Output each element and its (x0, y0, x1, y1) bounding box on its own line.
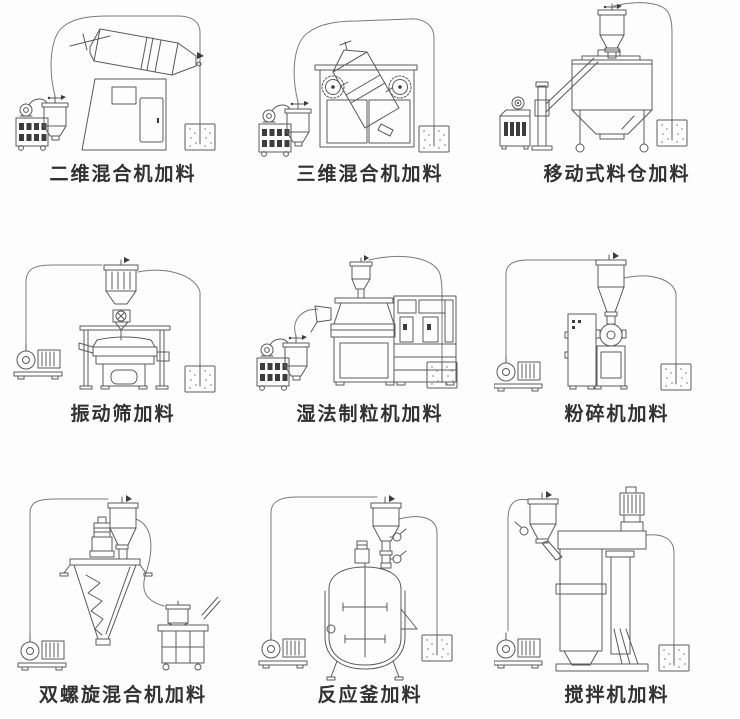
support-frame (79, 325, 171, 390)
suction-bag-icon (421, 634, 453, 662)
scene-label: 二维混合机加料 (49, 164, 197, 185)
granulator-machine (310, 295, 457, 386)
two-d-mixer-drawing (15, 15, 216, 151)
scene-label: 振动筛加料 (70, 404, 176, 425)
conical-mixer (59, 516, 153, 646)
agitator-drawing (494, 486, 690, 672)
vacuum-pump-icon (13, 343, 63, 380)
scene-three-d-mixer: 三维混合机加料 (246, 0, 494, 240)
conveying-pipe (270, 496, 438, 652)
conveying-pipe (613, 2, 673, 137)
dust-cabinet (564, 313, 597, 390)
cyclone-feeder (103, 257, 139, 341)
base-cabinet (81, 78, 167, 151)
vacuum-pump-icon (17, 634, 67, 671)
scene-label: 粉碎机加料 (564, 404, 670, 425)
three-d-mixer-drawing (258, 18, 450, 157)
scene-pulverizer: 粉碎机加料 (494, 240, 740, 479)
scene-mobile-silo: 移动式料仓加料 (494, 0, 740, 240)
mixer-frame (314, 64, 418, 148)
scene-label: 移动式料仓加料 (543, 164, 691, 185)
suction-bag-icon (658, 644, 690, 672)
mobile-silo-drawing (499, 2, 688, 153)
bag-dump-station (157, 596, 221, 671)
reactor-vessel (324, 540, 418, 681)
vacuum-pump-icon (494, 632, 543, 669)
top-feeder (107, 495, 139, 560)
conveying-pipe (505, 259, 677, 379)
scene-label: 三维混合机加料 (296, 164, 444, 185)
top-feeder (349, 255, 373, 299)
suction-bag-icon (418, 125, 450, 153)
vacuum-pump-icon (258, 100, 312, 157)
control-cabinet (499, 96, 531, 150)
vacuum-pump-icon (494, 355, 543, 392)
scene-label: 双螺旋混合机加料 (38, 685, 207, 706)
mill (594, 323, 628, 390)
suction-bag-icon (184, 123, 216, 151)
lifting-column (531, 57, 599, 151)
valve-feeder (370, 495, 407, 569)
vibrating-sieve (78, 336, 170, 390)
suction-bag-icon (656, 119, 688, 147)
suction-bag-icon (660, 363, 692, 391)
scene-reactor: 反应釜加料 (246, 479, 494, 719)
three-d-mixer-drum (321, 40, 412, 137)
agitator-machine (555, 486, 649, 672)
conveying-pipe (293, 18, 435, 141)
vacuum-pump-icon (258, 632, 308, 669)
conveying-pipe (50, 15, 201, 141)
big-feeder (595, 252, 627, 325)
pulverizer-drawing (494, 252, 692, 392)
suction-bag-icon (184, 365, 216, 393)
wet-granulator-drawing (256, 255, 458, 391)
scene-vibrating-screen: 振动筛加料 (0, 240, 246, 479)
side-feeder (514, 491, 563, 561)
double-helix-mixer-drawing (17, 495, 221, 671)
silo (571, 49, 653, 153)
scene-label: 搅拌机加料 (564, 685, 670, 706)
scene-two-d-mixer: 二维混合机加料 (0, 0, 246, 240)
vacuum-pump-icon (256, 334, 310, 391)
reactor-drawing (258, 495, 453, 681)
scene-double-helix-mixer: 双螺旋混合机加料 (0, 479, 246, 719)
suction-bag-icon (426, 361, 458, 389)
scene-label: 反应釜加料 (317, 685, 423, 706)
scene-agitator: 搅拌机加料 (494, 479, 740, 719)
two-d-mixer-drum (69, 28, 204, 76)
vacuum-pump-icon (15, 94, 69, 151)
vibrating-screen-drawing (13, 257, 216, 393)
scene-wet-granulator: 湿法制粒机加料 (246, 240, 494, 479)
scene-label: 湿法制粒机加料 (296, 404, 444, 425)
